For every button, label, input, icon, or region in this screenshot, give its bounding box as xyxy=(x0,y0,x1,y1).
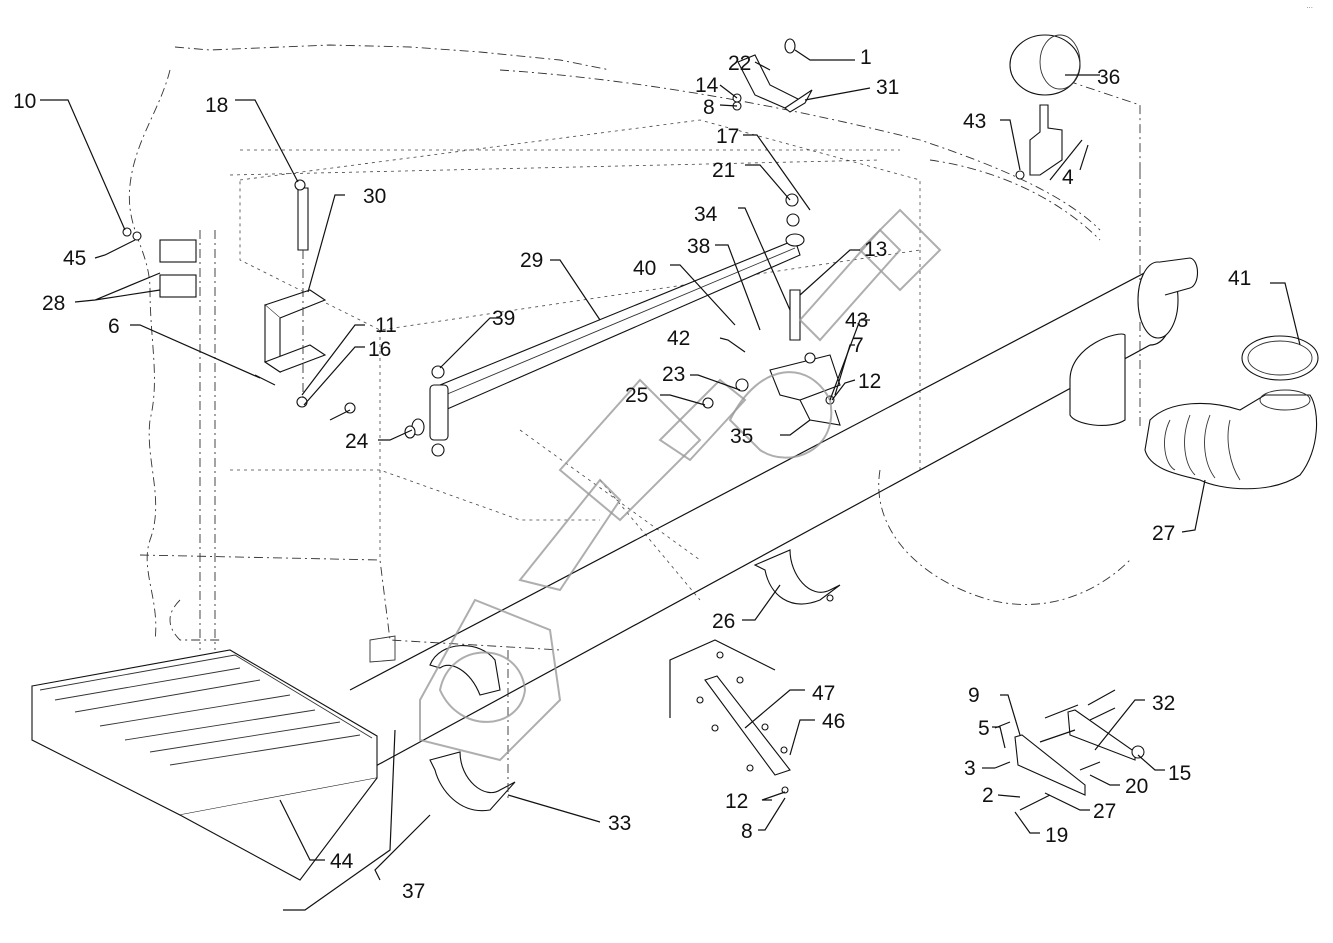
callout-28: 28 xyxy=(42,292,65,315)
callout-8: 8 xyxy=(703,96,715,119)
callout-22: 22 xyxy=(728,52,751,75)
callout-24: 24 xyxy=(345,430,369,453)
callout-43: 43 xyxy=(963,110,986,133)
callout-4: 4 xyxy=(1062,166,1074,189)
callout-14: 14 xyxy=(695,74,719,97)
callout-42: 42 xyxy=(667,327,690,350)
callout-41: 41 xyxy=(1228,267,1251,290)
callout-9: 9 xyxy=(968,684,980,707)
callout-45: 45 xyxy=(63,247,86,270)
callout-26: 26 xyxy=(712,610,735,633)
callout-3: 3 xyxy=(964,757,976,780)
callout-25: 25 xyxy=(625,384,648,407)
callout-20: 20 xyxy=(1125,775,1148,798)
callout-33: 33 xyxy=(608,812,631,835)
callout-1: 1 xyxy=(860,46,872,69)
callout-27: 27 xyxy=(1152,522,1175,545)
callout-16: 16 xyxy=(368,338,391,361)
half-clamp-33 xyxy=(429,645,516,812)
battery-box-phantom xyxy=(239,119,921,663)
callout-35: 35 xyxy=(730,425,753,448)
callout-19: 19 xyxy=(1045,824,1068,847)
ring-clamp-41 xyxy=(1241,335,1319,381)
callout-17: 17 xyxy=(716,125,739,148)
callout-5: 5 xyxy=(978,717,990,740)
callout-39: 39 xyxy=(492,307,515,330)
watermark-logo xyxy=(419,208,942,762)
callout-15: 15 xyxy=(1168,762,1191,785)
callout-30: 30 xyxy=(363,185,386,208)
callout-13: 13 xyxy=(864,238,887,261)
callout-18: 18 xyxy=(205,94,228,117)
bushing-24 xyxy=(404,418,425,439)
bracket-22-31 xyxy=(732,38,813,113)
brackets-32 xyxy=(994,689,1145,811)
callout-12: 12 xyxy=(858,370,881,393)
callout-23: 23 xyxy=(662,363,685,386)
callout-44: 44 xyxy=(330,850,354,873)
callout-29: 29 xyxy=(520,249,543,272)
tie-rod-29 xyxy=(429,193,805,457)
callout-8b: 8 xyxy=(741,820,753,843)
flex-elbow-27 xyxy=(1144,389,1318,490)
callout-7: 7 xyxy=(852,334,864,357)
callout-47: 47 xyxy=(812,682,835,705)
bolt-4 xyxy=(1049,139,1083,181)
leader-lines xyxy=(40,49,1301,911)
callout-27b: 27 xyxy=(1093,800,1116,823)
callout-11: 11 xyxy=(375,314,397,337)
callout-38: 38 xyxy=(687,235,710,258)
half-clamp-26 xyxy=(753,549,841,605)
corner-mark: ··· xyxy=(1306,4,1313,12)
callout-32: 32 xyxy=(1152,692,1175,715)
plate-47 xyxy=(669,639,791,794)
callout-10: 10 xyxy=(13,90,36,113)
phantom-outline xyxy=(128,44,1141,651)
callout-labels: 1 22 31 14 8 36 43 4 10 18 17 21 30 34 1… xyxy=(13,46,1251,903)
callout-31: 31 xyxy=(876,76,899,99)
callout-34: 34 xyxy=(694,203,718,226)
callout-37: 37 xyxy=(402,880,425,903)
pipe-clamp-36 xyxy=(1009,34,1081,180)
callout-6: 6 xyxy=(108,315,120,338)
callout-46: 46 xyxy=(822,710,845,733)
callout-40: 40 xyxy=(633,257,656,280)
callout-43b: 43 xyxy=(845,309,868,332)
step-44 xyxy=(31,649,378,881)
callout-12b: 12 xyxy=(725,790,748,813)
main-beam xyxy=(349,269,1174,781)
callout-21: 21 xyxy=(712,159,735,182)
brackets-28-30 xyxy=(122,179,356,421)
muffler-outlet xyxy=(1069,257,1199,426)
bracket-assembly-35 xyxy=(702,289,841,426)
callout-2: 2 xyxy=(982,784,994,807)
callout-36: 36 xyxy=(1097,66,1120,89)
